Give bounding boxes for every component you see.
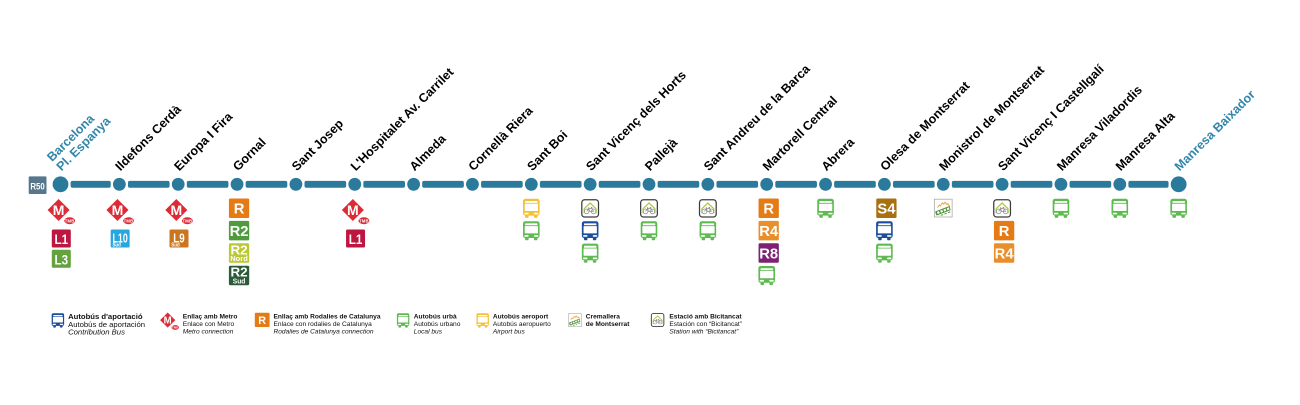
svg-text:TMB: TMB <box>124 218 134 223</box>
svg-text:L10: L10 <box>113 231 128 246</box>
svg-text:Cremallera: Cremallera <box>586 313 620 320</box>
svg-text:TMB: TMB <box>359 218 369 223</box>
svg-text:Sud: Sud <box>112 243 120 249</box>
svg-text:R2: R2 <box>230 242 247 257</box>
svg-text:Autobús urbano: Autobús urbano <box>414 321 461 328</box>
svg-text:Contribution Bus: Contribution Bus <box>68 327 125 336</box>
svg-text:R2: R2 <box>230 265 247 280</box>
svg-text:Local bus: Local bus <box>414 328 443 335</box>
svg-text:Autobús d'aportació: Autobús d'aportació <box>68 312 143 321</box>
svg-text:S4: S4 <box>877 202 896 218</box>
svg-text:Estación con “Bicitancat”: Estación con “Bicitancat” <box>669 321 742 328</box>
svg-text:R50: R50 <box>30 182 44 193</box>
svg-text:R: R <box>258 315 266 327</box>
svg-text:R: R <box>234 202 245 218</box>
svg-text:Enllaç amb Metro: Enllaç amb Metro <box>183 313 238 320</box>
svg-text:R: R <box>999 224 1010 240</box>
svg-text:Autobús de aportación: Autobús de aportación <box>68 320 145 329</box>
svg-text:M: M <box>164 315 172 326</box>
svg-text:L3: L3 <box>55 252 69 268</box>
svg-text:R4: R4 <box>759 224 779 240</box>
svg-text:Nord: Nord <box>230 256 248 263</box>
svg-text:R: R <box>763 202 774 218</box>
svg-text:Enllaç amb Rodalies de Catalun: Enllaç amb Rodalies de Catalunya <box>274 313 381 320</box>
svg-text:M: M <box>170 202 182 218</box>
svg-text:R4: R4 <box>995 247 1015 263</box>
svg-text:Autobús aeropuerto: Autobús aeropuerto <box>493 321 551 328</box>
svg-text:R2: R2 <box>230 224 249 240</box>
svg-text:Airport bus: Airport bus <box>492 328 526 335</box>
svg-text:Enlace con rodalies de Catalun: Enlace con rodalies de Catalunya <box>274 321 373 328</box>
svg-text:TMB: TMB <box>183 218 193 223</box>
svg-text:L1: L1 <box>55 232 69 248</box>
svg-text:Station with “Bicitancat”: Station with “Bicitancat” <box>669 328 739 335</box>
svg-text:Sud: Sud <box>171 243 179 249</box>
svg-text:L9: L9 <box>173 231 184 246</box>
svg-text:Rodalies de Catalunya connecti: Rodalies de Catalunya connection <box>274 328 374 335</box>
svg-text:M: M <box>347 202 359 218</box>
svg-text:M: M <box>112 202 124 218</box>
svg-text:L1: L1 <box>349 232 363 248</box>
svg-text:TMB: TMB <box>172 326 179 330</box>
svg-text:TMB: TMB <box>65 218 75 223</box>
svg-text:Sud: Sud <box>233 279 246 286</box>
svg-text:Estació amb Bicitancat: Estació amb Bicitancat <box>669 313 742 320</box>
svg-text:de Montserrat: de Montserrat <box>586 321 630 328</box>
svg-text:Enlace con Metro: Enlace con Metro <box>183 321 235 328</box>
svg-text:Autobús urbà: Autobús urbà <box>414 313 457 320</box>
svg-text:Autobús aeroport: Autobús aeroport <box>493 313 549 320</box>
svg-text:M: M <box>53 202 65 218</box>
svg-text:R8: R8 <box>759 247 778 263</box>
svg-text:Metro connection: Metro connection <box>183 328 234 335</box>
